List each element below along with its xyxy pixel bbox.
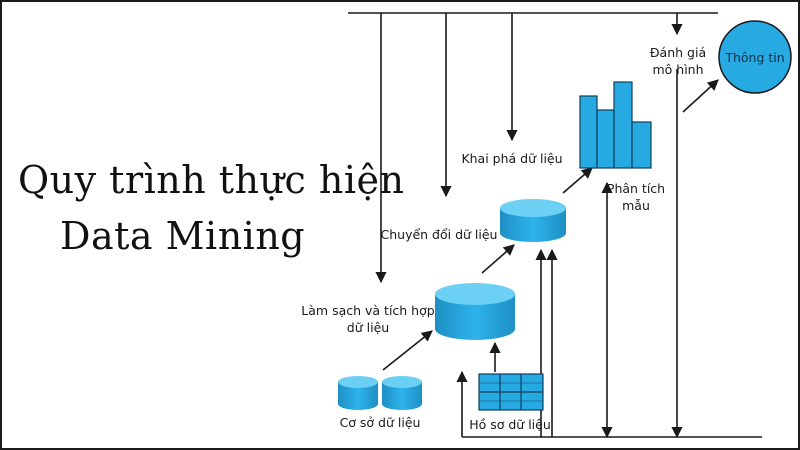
analysis-label-line-2: mẫu (622, 198, 650, 213)
title-line-1: Quy trình thực hiện (18, 158, 405, 202)
cleaning-label: Làm sạch và tích hợp dữ liệu (300, 302, 436, 336)
knowledge-circle (718, 20, 792, 94)
bottom-feedback-lines (456, 69, 762, 439)
analysis-label-line-1: Phân tích (606, 181, 666, 196)
database-icon-right (382, 376, 422, 410)
transformed-data-cylinder-icon (500, 199, 566, 242)
arrow-transform-to-mining (562, 167, 593, 194)
transform-label: Chuyển đổi dữ liệu (380, 227, 498, 242)
cleaned-data-cylinder-icon (435, 283, 515, 340)
title-line-2: Data Mining (60, 214, 306, 258)
arrow-cleaning-to-transform (481, 244, 515, 274)
data-profile-label: Hồ sơ dữ liệu (469, 417, 551, 432)
evaluation-label-line-1: Đánh giá (649, 45, 707, 60)
flow-arrows (382, 79, 719, 371)
arrow-source-to-cleaning (382, 330, 433, 371)
knowledge-label: Thông tin (725, 50, 785, 65)
top-feedback-lines (348, 12, 718, 284)
data-source-label: Cơ sở dữ liệu (339, 415, 421, 430)
arrow-evaluation-to-knowledge (682, 79, 719, 113)
data-profile-grid-icon (478, 373, 544, 411)
evaluation-label-line-2: mô hình (652, 62, 704, 77)
evaluation-label: Đánh giá mô hình (640, 44, 716, 78)
patterns-bar-icon (579, 81, 652, 169)
cleaning-label-line-2: dữ liệu (346, 320, 390, 335)
mining-label: Khai phá dữ liệu (461, 151, 563, 166)
cleaning-label-line-1: Làm sạch và tích hợp (301, 303, 435, 318)
database-icon-left (338, 376, 378, 410)
analysis-label: Phân tích mẫu (606, 180, 666, 214)
